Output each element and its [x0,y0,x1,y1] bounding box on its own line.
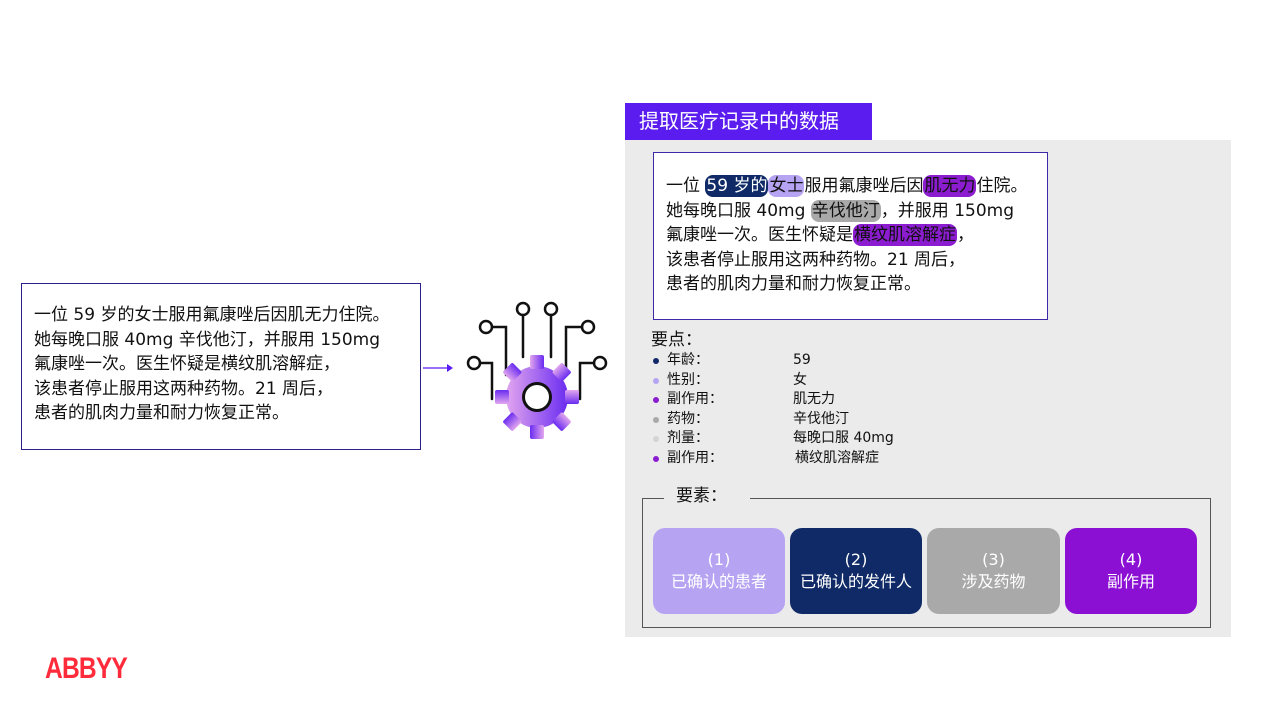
record-line: 该患者停止服用这两种药物。21 周后， [666,249,966,270]
source-line: 氟康唑一次。医生怀疑是横纹肌溶解症， [34,354,340,374]
record-text: 服用氟康唑后因 [804,176,924,196]
key-points-title: 要点： [651,330,702,350]
key-point-value: 横纹肌溶解症 [795,449,879,466]
key-point-label: 年龄： [667,352,709,368]
element-label: 已确认的发件人 [799,572,912,591]
bullet-dot [653,377,659,384]
key-point-side-effect-2: 副作用： 横纹肌溶解症 [653,449,973,469]
bullet-dot [653,397,659,404]
key-point-label: 副作用： [667,391,723,408]
record-line: 一位 59 岁的女士服用氟康唑后因肌无力住院。 [666,174,1047,199]
source-text-box: 一位 59 岁的女士服用氟康唑后因肌无力住院。 她每晚口服 40mg 辛伐他汀，… [21,283,421,450]
record-text: 一位 [666,176,706,196]
record-text: ， [957,225,974,245]
element-card-sender: (2) 已确认的发件人 [790,528,922,614]
key-point-drug: 药物： 辛伐他汀 [653,410,973,430]
source-line: 她每晚口服 40mg 辛伐他汀，并服用 150mg [34,329,380,350]
element-label: 已确认的患者 [670,572,767,591]
gender-highlight: 女士 [768,175,805,197]
key-point-value: 59 [793,352,811,368]
key-points-list: 年龄： 59 性别： 女 副作用： 肌无力 药物： 辛伐他汀 剂量： 每晚口服 … [653,351,973,469]
record-line: 她每晚口服 40mg 辛伐他汀，并服用 150mg [666,199,1047,224]
record-line: 患者的肌肉力量和耐力恢复正常。 [666,274,921,294]
elements-frame [642,498,1211,628]
element-label: 副作用 [1106,572,1155,591]
key-point-value: 每晚口服 40mg [793,430,894,447]
key-point-age: 年龄： 59 [653,351,973,371]
element-number: (1) [707,550,731,569]
record-line: 氟康唑一次。医生怀疑是横纹肌溶解症， [666,223,1047,248]
source-line: 该患者停止服用这两种药物。21 周后， [34,378,334,399]
key-point-value: 肌无力 [793,391,835,408]
bullet-dot [653,455,659,462]
key-point-label: 药物： [667,410,709,427]
record-text: ，并服用 150mg [880,200,1014,221]
element-number: (3) [982,550,1005,569]
element-card-drug: (3) 涉及药物 [927,528,1060,614]
element-card-side-effect: (4) 副作用 [1065,528,1197,614]
key-point-value: 女 [793,371,807,388]
key-point-label: 剂量： [667,430,709,447]
side-effect-highlight: 肌无力 [923,175,977,197]
record-text: 住院。 [976,176,1028,196]
key-point-value: 辛伐他汀 [793,410,849,427]
element-number: (4) [1119,550,1143,569]
medical-record-box: 一位 59 岁的女士服用氟康唑后因肌无力住院。 她每晚口服 40mg 辛伐他汀，… [653,152,1048,320]
key-point-label: 性别： [667,371,709,388]
age-highlight: 59 岁的 [705,175,769,197]
extraction-title: 提取医疗记录中的数据 [625,103,872,140]
element-number: (2) [844,550,868,569]
abbyy-logo: ABBYY [45,652,128,685]
source-line: 一位 59 岁的女士服用氟康唑后因肌无力住院。 [34,305,390,325]
right-arrow-icon [423,364,453,372]
record-text: 她每晚口服 40mg [666,200,811,221]
bullet-dot [653,416,659,423]
element-label: 涉及药物 [961,572,1026,591]
element-card-patient: (1) 已确认的患者 [653,528,785,614]
drug-highlight: 辛伐他汀 [810,199,881,222]
bullet-dot [653,358,659,364]
key-point-gender: 性别： 女 [653,371,973,391]
record-text: 氟康唑一次。医生怀疑是 [666,225,853,245]
side-effect-highlight: 横纹肌溶解症 [853,224,957,246]
key-point-dosage: 剂量： 每晚口服 40mg [653,429,973,449]
circuit-gear-icon [466,301,608,439]
bullet-dot [653,436,659,443]
elements-title: 要素： [664,484,750,508]
key-point-side-effect: 副作用： 肌无力 [653,390,973,410]
source-line: 患者的肌肉力量和耐力恢复正常。 [34,403,289,423]
key-point-label: 副作用： [667,449,723,466]
